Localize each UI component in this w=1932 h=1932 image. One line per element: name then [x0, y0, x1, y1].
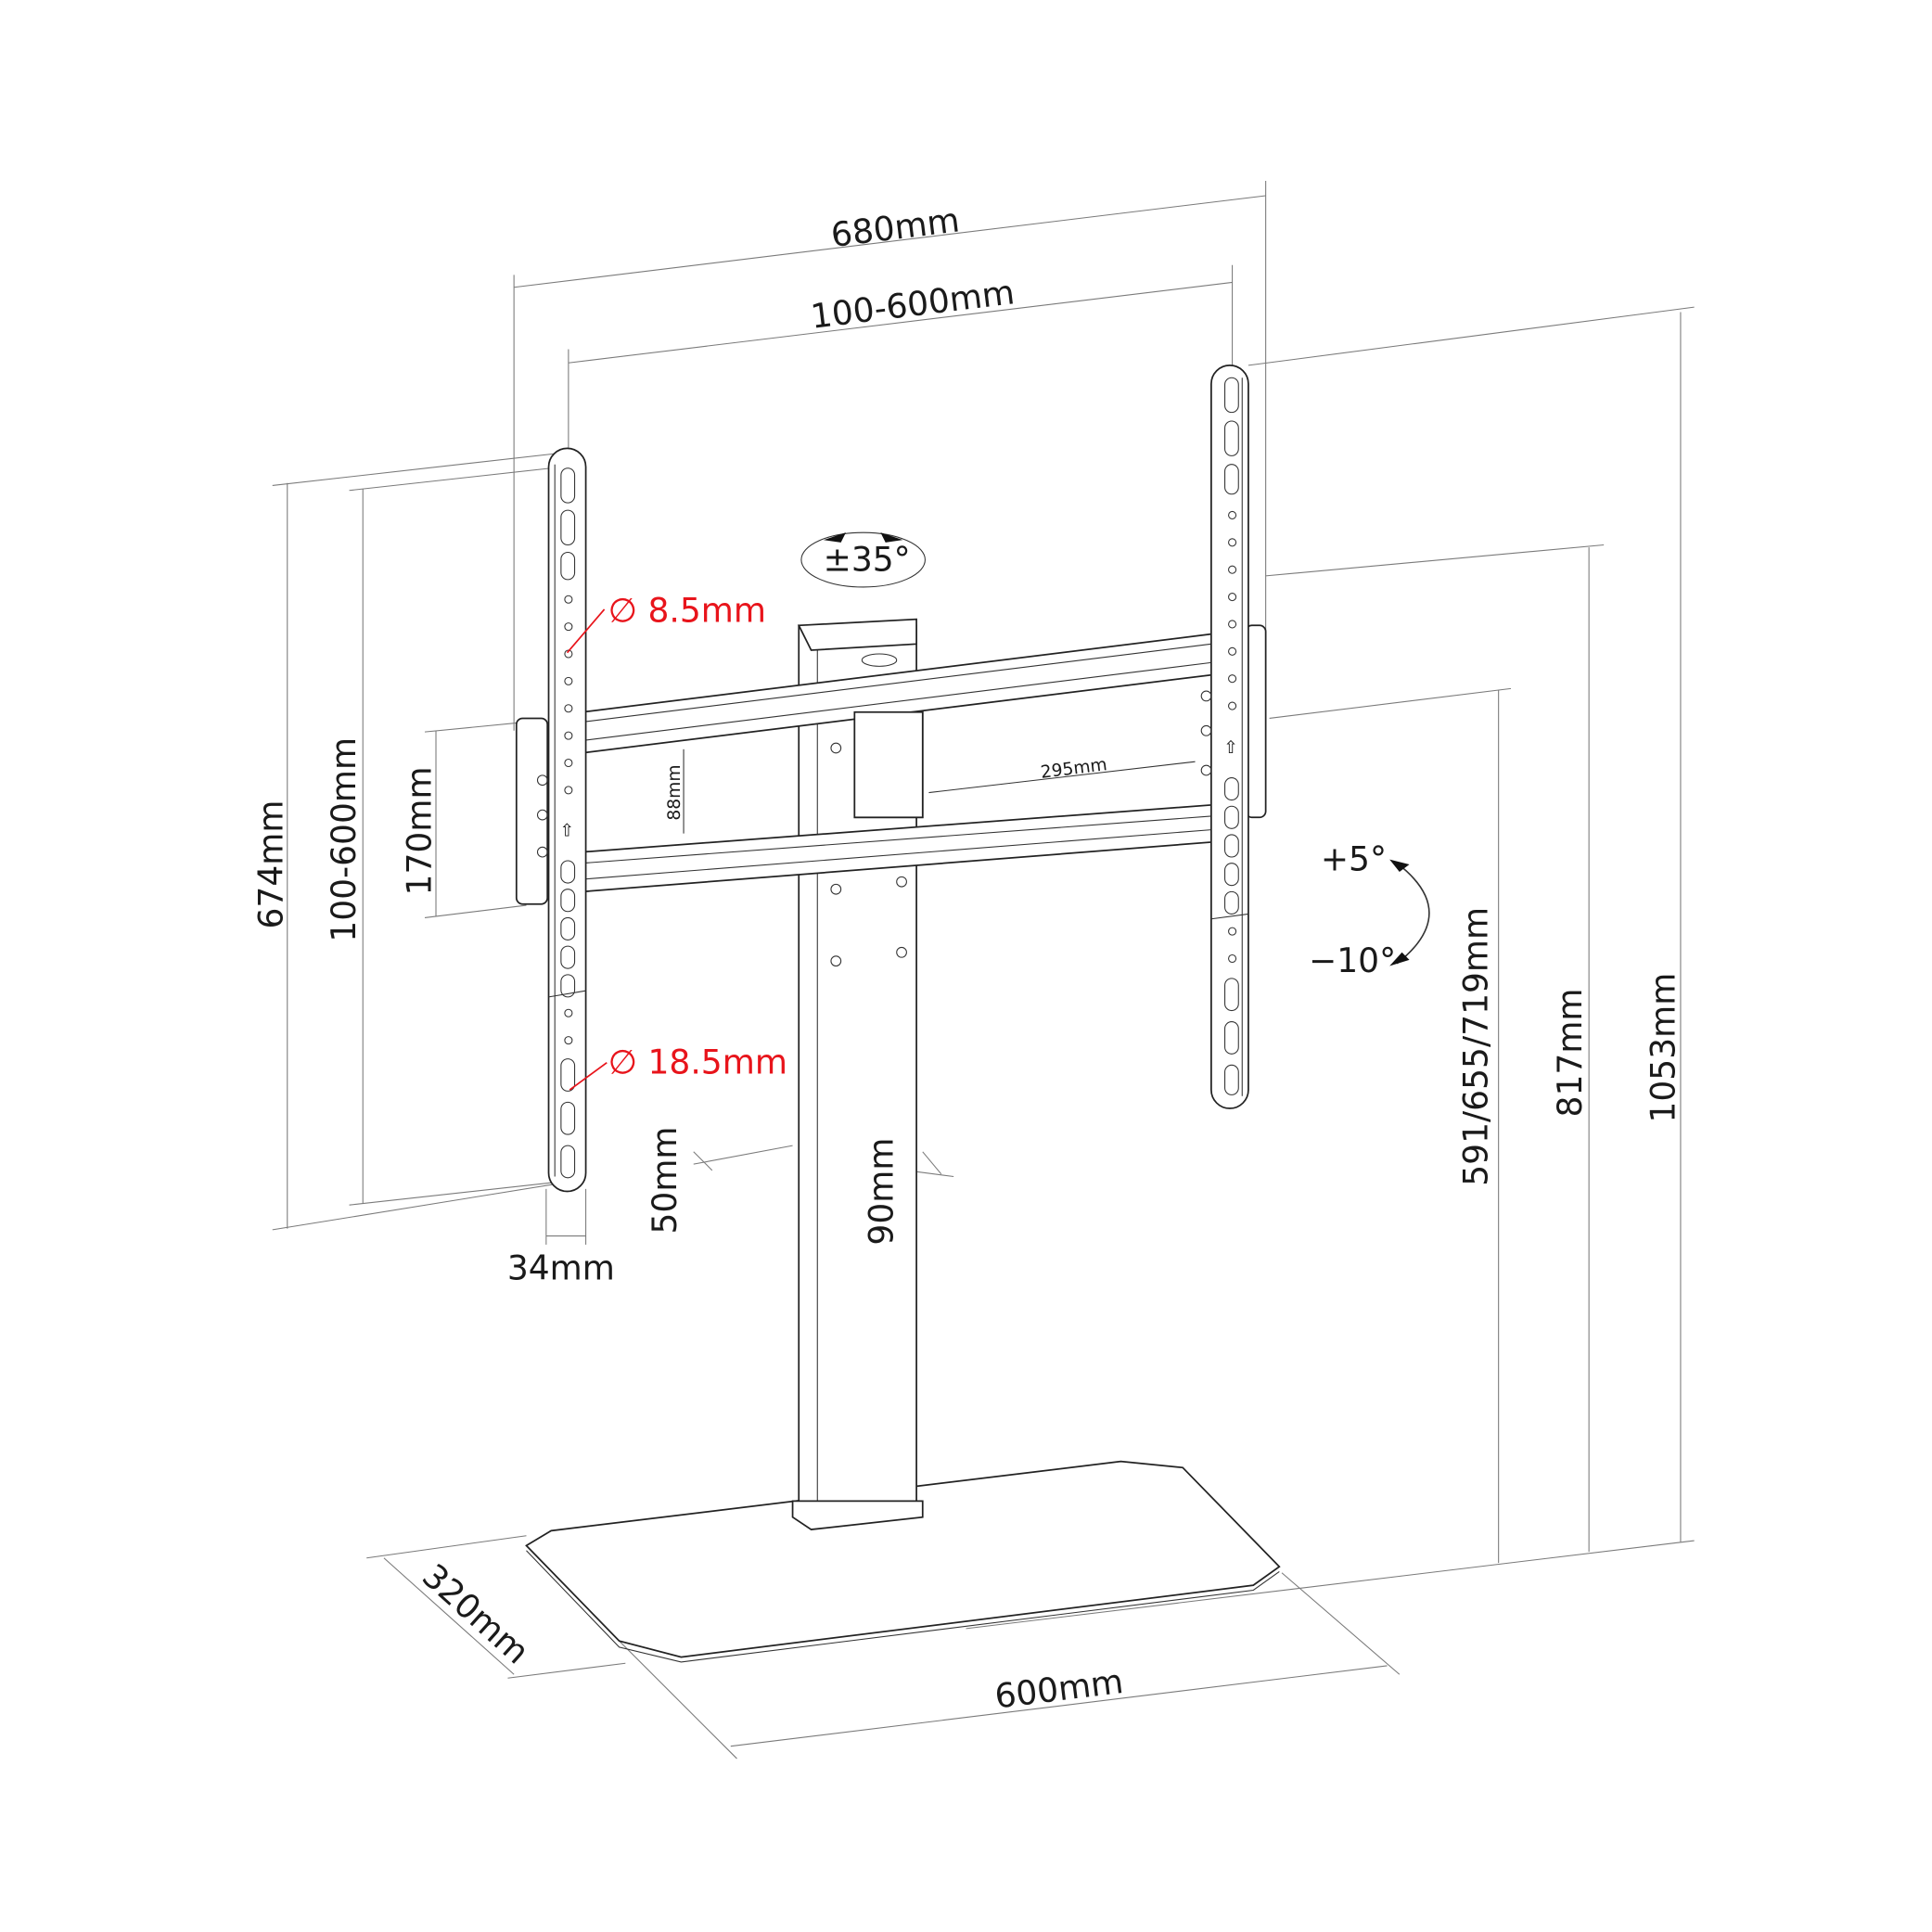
inner-height-label: 88mm — [665, 764, 685, 820]
swivel-angle-label: ±35° — [824, 541, 911, 580]
left-vertical-bracket: ⇧ — [536, 447, 587, 1193]
overall-height-label: 1053mm — [1644, 973, 1683, 1123]
height-options-label: 591/655/719mm — [1457, 907, 1496, 1186]
tilt-down-label: −10° — [1309, 941, 1396, 980]
tilt-arc — [1396, 863, 1430, 965]
overall-width-label: 680mm — [829, 200, 962, 255]
column-depth-label: 50mm — [646, 1126, 685, 1234]
swivel-arrow-icon — [880, 532, 903, 543]
column-width-label: 90mm — [863, 1137, 902, 1245]
vesa-height-label: 100-600mm — [325, 737, 364, 942]
base-depth-label: 320mm — [415, 1556, 536, 1671]
base-plate — [525, 1460, 1281, 1658]
tilt-arrow-icon — [1389, 859, 1410, 873]
base-width-label: 600mm — [992, 1662, 1125, 1717]
bracket-height-label: 674mm — [251, 800, 290, 928]
rail-spacing-label: 170mm — [401, 766, 440, 895]
small-hole-label: ∅ 8.5mm — [608, 591, 766, 630]
up-arrow-icon: ⇧ — [560, 821, 575, 840]
inner-width-label: 295mm — [1040, 755, 1108, 783]
tilt-up-label: +5° — [1321, 840, 1387, 879]
up-arrow-icon: ⇧ — [1223, 738, 1238, 758]
right-vertical-bracket: ⇧ — [1200, 365, 1249, 1109]
swivel-arrow-icon — [823, 532, 846, 543]
swivel-ellipse — [800, 531, 926, 588]
horizontal-rails — [515, 624, 1267, 905]
height-817-label: 817mm — [1551, 988, 1590, 1117]
vesa-width-label: 100-600mm — [809, 273, 1017, 337]
dimension-lines — [272, 180, 1695, 1759]
bracket-width-label: 34mm — [507, 1248, 615, 1287]
tilt-arrow-icon — [1389, 952, 1410, 966]
large-hole-label: ∅ 18.5mm — [608, 1043, 787, 1082]
